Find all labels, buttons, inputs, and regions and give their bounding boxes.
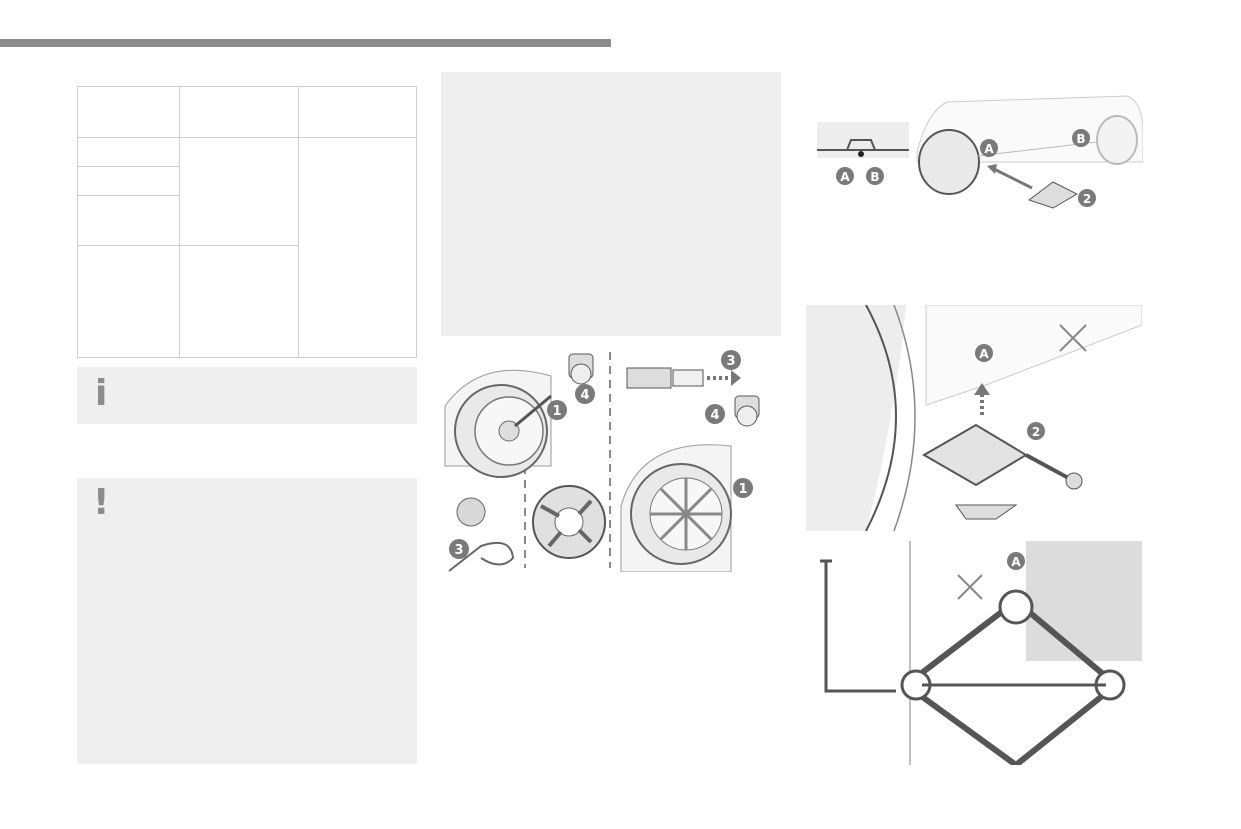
not-allowed-cross-icon	[957, 574, 983, 600]
hub-cap	[532, 485, 606, 559]
jack-position-illustration: A B A B 2	[817, 92, 1143, 212]
callout-3: 3	[454, 543, 463, 558]
text-panel	[441, 72, 781, 336]
callout-2: 2	[1083, 192, 1091, 206]
info-icon: i	[95, 373, 108, 414]
table-row-divider	[78, 166, 179, 167]
table-row-divider	[78, 195, 179, 196]
callout-3: 3	[726, 354, 735, 369]
table-col-divider	[179, 87, 180, 357]
vehicle-side-view	[916, 95, 1143, 195]
not-allowed-cross-icon	[1059, 324, 1087, 352]
scissor-jack	[900, 589, 1126, 765]
callout-a: A	[984, 142, 994, 156]
table-row-divider	[78, 137, 416, 138]
warning-icon: !	[93, 482, 110, 523]
jack-lift-illustration: A 2	[806, 305, 1142, 531]
steel-wheel	[444, 369, 552, 478]
scissor-jack	[921, 383, 1083, 520]
jack	[987, 164, 1079, 209]
header-rule	[0, 39, 611, 47]
warning-note: !	[77, 478, 417, 764]
callout-1: 1	[738, 482, 747, 497]
callout-b: B	[870, 170, 879, 184]
wheel-bolt-tool	[448, 497, 515, 572]
alloy-wheel	[620, 444, 732, 572]
table-col-divider	[298, 87, 299, 357]
callout-b: B	[1076, 132, 1085, 146]
anti-theft-bolt	[568, 353, 594, 385]
callout-a: A	[1011, 555, 1021, 569]
callout-4: 4	[580, 388, 589, 403]
wheel-removal-illustration: 1 4 3 3 4 1	[441, 346, 781, 572]
callout-a: A	[840, 170, 850, 184]
jack-closeup-illustration: A	[806, 541, 1142, 765]
table-row-divider	[78, 245, 299, 246]
callout-1: 1	[552, 404, 561, 419]
callout-2: 2	[1032, 425, 1040, 439]
callout-4: 4	[710, 408, 719, 423]
spec-table	[77, 86, 417, 358]
info-note: i	[77, 367, 417, 424]
callout-a: A	[979, 347, 989, 361]
bolt-socket	[626, 367, 760, 427]
